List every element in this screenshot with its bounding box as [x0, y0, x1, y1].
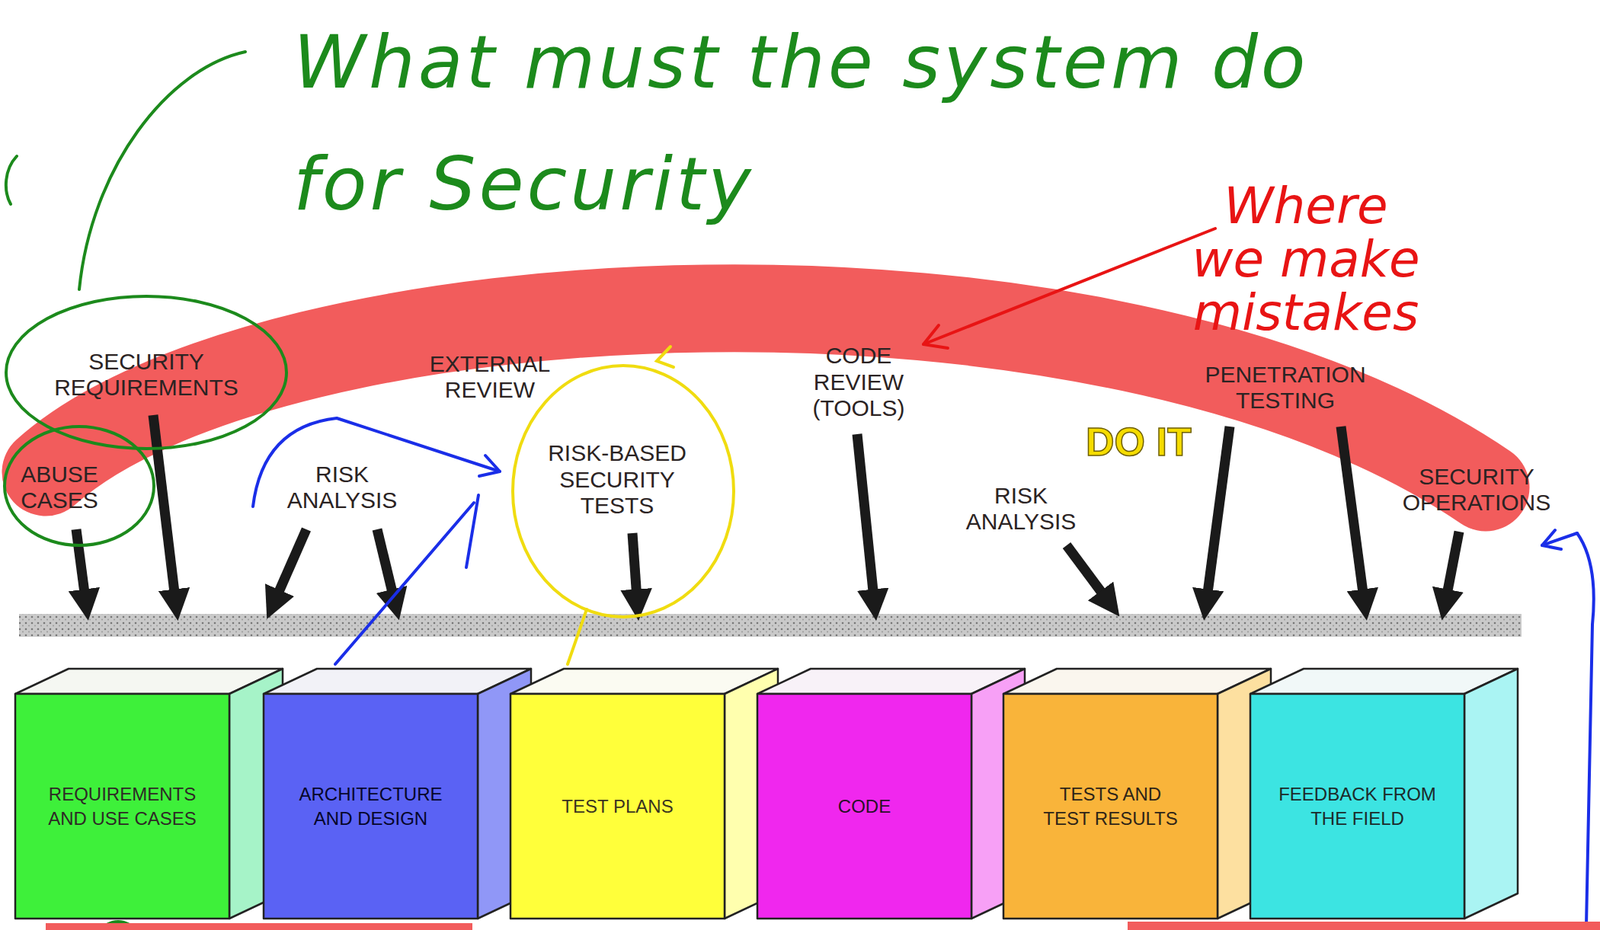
red-annotation — [923, 228, 1216, 349]
blue-arrow-head — [1542, 530, 1562, 550]
box-front: TESTS AND TEST RESULTS — [1003, 694, 1218, 919]
red-arrow-head — [923, 325, 948, 349]
green-bracket — [6, 156, 17, 205]
lifecycle-box: TEST PLANS — [510, 668, 778, 919]
yellow-tick — [656, 346, 674, 368]
lifecycle-box: TESTS AND TEST RESULTS — [1003, 668, 1271, 919]
box-front: REQUIREMENTS AND USE CASES — [15, 694, 230, 919]
handwritten-note: Where we make mistakes — [1184, 179, 1428, 340]
handwritten-note: What must the system do for Security — [293, 1, 1360, 246]
box-front: ARCHITECTURE AND DESIGN — [263, 694, 478, 919]
box-front-face — [15, 694, 230, 919]
touchpoint-arrow — [275, 529, 307, 599]
lifecycle-box: ARCHITECTURE AND DESIGN — [263, 668, 532, 919]
red-pointer — [923, 228, 1216, 345]
box-front: FEEDBACK FROM THE FIELD — [1250, 694, 1465, 919]
touchpoint-label: SECURITY OPERATIONS — [1395, 464, 1559, 517]
handwritten-note: Where we make mistakes — [1184, 179, 1428, 340]
green-annotation — [4, 51, 287, 925]
touchpoint-label: EXTERNAL REVIEW — [423, 351, 557, 404]
touchpoint-arrow — [632, 533, 637, 599]
touchpoint-label: CODE REVIEW (TOOLS) — [805, 342, 912, 423]
box-label: CODE — [838, 794, 891, 819]
touchpoint-arrow — [1446, 531, 1460, 599]
box-front: TEST PLANS — [510, 694, 725, 919]
box-label: REQUIREMENTS AND USE CASES — [32, 782, 212, 830]
green-bracket — [79, 51, 246, 290]
touchpoint-label: SECURITY OPERATIONS — [1395, 464, 1559, 517]
green-circle — [4, 426, 154, 546]
blue-stroke — [335, 502, 474, 665]
yellow-loop — [512, 365, 734, 618]
touchpoint-label: EXTERNAL REVIEW — [423, 351, 557, 404]
lifecycle-box: REQUIREMENTS AND USE CASES — [15, 668, 283, 919]
blue-annotation — [252, 418, 1594, 926]
artifact-band — [19, 614, 1522, 637]
box-shape — [510, 668, 778, 919]
touchpoint-label: RISK ANALYSIS — [960, 483, 1082, 536]
green-circle — [6, 296, 287, 449]
touchpoint-label: CODE REVIEW (TOOLS) — [805, 342, 912, 423]
touchpoint-arrow — [153, 415, 176, 599]
touchpoint-label: ABUSE CASES — [13, 461, 106, 515]
box-front-face — [1003, 694, 1218, 919]
touchpoint-arrow — [1340, 426, 1364, 599]
touchpoint-label: SECURITY REQUIREMENTS — [43, 348, 250, 402]
touchpoint-arrow — [1206, 426, 1230, 599]
lifecycle-box: CODE — [757, 668, 1025, 919]
touchpoint-label: ABUSE CASES — [13, 461, 106, 515]
red-strip — [1127, 921, 1600, 930]
touchpoint-label: RISK-BASED SECURITY TESTS — [539, 440, 696, 520]
box-front: CODE — [757, 694, 972, 919]
box-side-face — [1464, 668, 1518, 919]
box-front-face — [510, 694, 725, 919]
box-label: TEST PLANS — [561, 794, 673, 819]
handwritten-note: DO IT — [1085, 420, 1192, 464]
lifecycle-box: FEEDBACK FROM THE FIELD — [1250, 668, 1518, 919]
box-label: ARCHITECTURE AND DESIGN — [281, 782, 461, 830]
box-front-face — [263, 694, 478, 919]
touchpoint-arrow — [857, 434, 874, 599]
touchpoint-label: RISK ANALYSIS — [960, 483, 1082, 536]
red-strip — [45, 923, 473, 930]
handwritten-note: DO IT — [1085, 420, 1192, 464]
blue-arrow-head — [479, 455, 500, 477]
touchpoint-arrow — [76, 529, 86, 599]
box-shape — [757, 668, 1025, 919]
touchpoint-label: PENETRATION TESTING — [1193, 361, 1377, 415]
box-front-face — [757, 694, 972, 919]
yellow-annotation — [512, 346, 734, 665]
touchpoint-label: RISK ANALYSIS — [281, 461, 404, 515]
box-label: FEEDBACK FROM THE FIELD — [1266, 782, 1450, 830]
touchpoint-arrow — [377, 529, 394, 599]
box-front-face — [1250, 694, 1465, 919]
touchpoint-label: SECURITY REQUIREMENTS — [43, 348, 250, 402]
yellow-tail — [567, 609, 587, 665]
touchpoint-label: RISK-BASED SECURITY TESTS — [539, 440, 696, 520]
blue-stroke — [1577, 533, 1594, 926]
touchpoint-label: RISK ANALYSIS — [281, 461, 404, 515]
handwritten-note: What must the system do for Security — [293, 1, 1360, 246]
box-label: TESTS AND TEST RESULTS — [1038, 782, 1184, 830]
touchpoint-label: PENETRATION TESTING — [1193, 361, 1377, 415]
touchpoint-arrows — [76, 415, 1460, 599]
touchpoint-arrow — [1066, 545, 1107, 599]
